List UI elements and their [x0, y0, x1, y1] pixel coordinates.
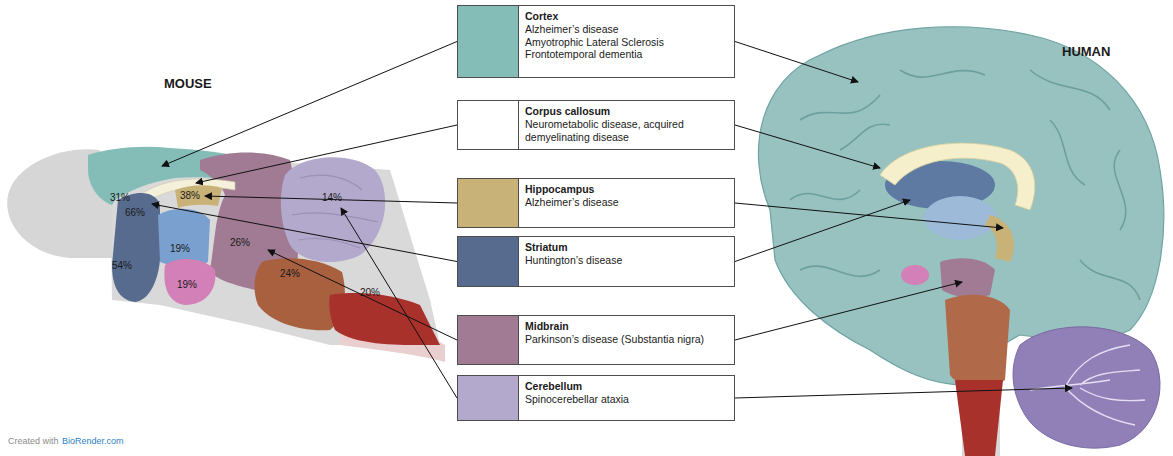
- leader-line: [268, 250, 457, 340]
- percent-value: 26%: [230, 237, 250, 248]
- disease-name: Spinocerebellar ataxia: [525, 393, 728, 406]
- percent-value: 20%: [360, 287, 380, 298]
- mouse-brain: [7, 147, 445, 362]
- leader-line: [735, 200, 910, 262]
- leader-line: [341, 208, 457, 398]
- percent-value: 24%: [280, 268, 300, 279]
- region-heading: Striatum: [525, 241, 728, 254]
- leader-line: [735, 203, 1003, 228]
- leader-line: [735, 42, 858, 83]
- disease-name: Neurometabolic disease, acquired demyeli…: [525, 118, 728, 144]
- percent-value: 31%: [110, 192, 130, 203]
- region-heading: Corpus callosum: [525, 105, 728, 118]
- color-swatch: [458, 376, 519, 420]
- region-box: Corpus callosumNeurometabolic disease, a…: [457, 100, 735, 150]
- species-label: HUMAN: [1062, 44, 1110, 59]
- text-column: StriatumHuntington’s disease: [519, 237, 734, 286]
- text-column: CortexAlzheimer’s diseaseAmyotrophic Lat…: [519, 6, 734, 77]
- species-label: MOUSE: [164, 76, 212, 91]
- percent-value: 19%: [177, 279, 197, 290]
- credit-text: Created with: [8, 436, 59, 446]
- text-column: Corpus callosumNeurometabolic disease, a…: [519, 101, 734, 149]
- disease-name: Huntington’s disease: [525, 254, 728, 267]
- disease-name: Frontotemporal dementia: [525, 48, 728, 61]
- text-column: HippocampusAlzheimer’s disease: [519, 179, 734, 227]
- percent-value: 54%: [112, 260, 132, 271]
- percent-value: 19%: [170, 243, 190, 254]
- color-swatch: [458, 101, 519, 149]
- region-heading: Midbrain: [525, 320, 728, 333]
- percent-value: 66%: [125, 207, 145, 218]
- credit-link: BioRender.com: [62, 436, 124, 446]
- region-heading: Cortex: [525, 10, 728, 23]
- region-box: MidbrainParkinson’s disease (Substantia …: [457, 315, 735, 365]
- leader-line: [735, 282, 962, 340]
- leader-line: [196, 125, 457, 183]
- leader-lines: [152, 42, 1072, 399]
- region-box: HippocampusAlzheimer’s disease: [457, 178, 735, 228]
- color-swatch: [458, 6, 519, 77]
- color-swatch: [458, 179, 519, 227]
- leader-line: [735, 125, 880, 168]
- disease-name: Parkinson’s disease (Substantia nigra): [525, 333, 728, 346]
- text-column: CerebellumSpinocerebellar ataxia: [519, 376, 734, 420]
- leader-line: [152, 204, 457, 262]
- leader-line: [735, 388, 1072, 398]
- region-box: StriatumHuntington’s disease: [457, 236, 735, 287]
- leader-line: [162, 42, 457, 167]
- color-swatch: [458, 316, 519, 364]
- disease-name: Amyotrophic Lateral Sclerosis: [525, 36, 728, 49]
- region-box: CortexAlzheimer’s diseaseAmyotrophic Lat…: [457, 5, 735, 78]
- region-heading: Hippocampus: [525, 183, 728, 196]
- percent-value: 14%: [322, 192, 342, 203]
- region-heading: Cerebellum: [525, 380, 728, 393]
- disease-name: Alzheimer’s disease: [525, 23, 728, 36]
- text-column: MidbrainParkinson’s disease (Substantia …: [519, 316, 734, 364]
- percent-value: 38%: [180, 190, 200, 201]
- region-box: CerebellumSpinocerebellar ataxia: [457, 375, 735, 421]
- color-swatch: [458, 237, 519, 286]
- disease-name: Alzheimer’s disease: [525, 196, 728, 209]
